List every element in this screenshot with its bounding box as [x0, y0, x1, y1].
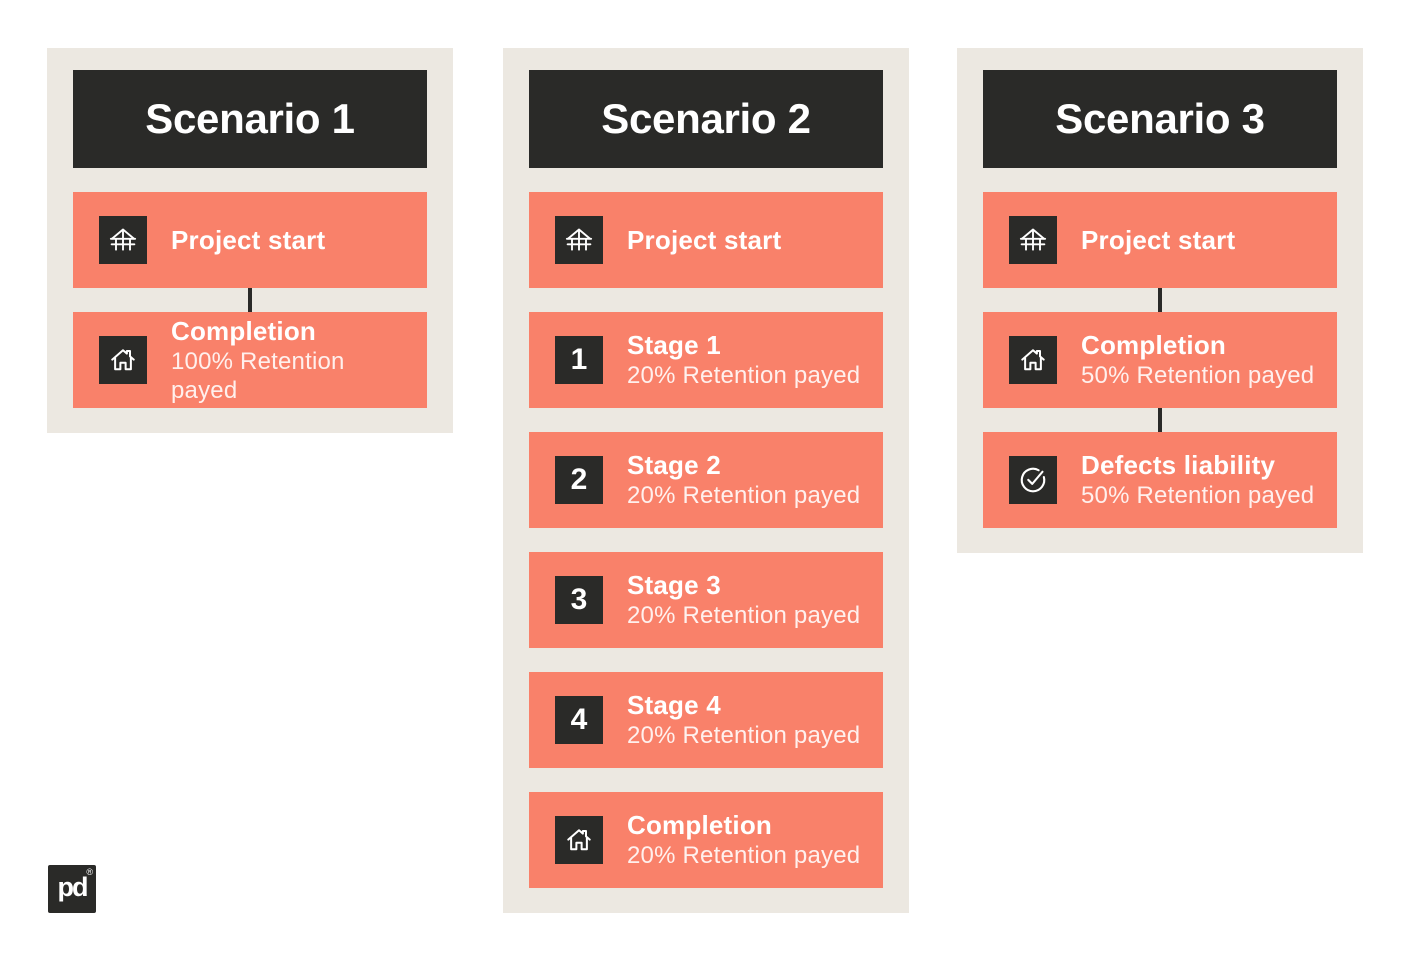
step-text-block: Project start [171, 192, 417, 288]
step-subtitle: 100% Retention payed [171, 347, 345, 404]
stage-number-badge: 2 [555, 456, 603, 504]
stage-number: 4 [570, 703, 588, 736]
step-subtitle: 20% Retention payed [627, 722, 861, 749]
scenario-title: Scenario 3 [1055, 95, 1265, 142]
registered-trademark-symbol: ® [86, 867, 93, 877]
scenario-header-2: Scenario 2 [529, 70, 883, 168]
scenario-header-3: Scenario 3 [983, 70, 1337, 168]
home-icon [555, 816, 603, 864]
step-subtitle: 20% Retention payed [627, 362, 861, 389]
step-title: Project start [627, 224, 782, 255]
step-title: Project start [171, 224, 326, 255]
scenario-header-1: Scenario 1 [73, 70, 427, 168]
stage-number-badge: 1 [555, 336, 603, 384]
step-title: Stage 4 [627, 690, 721, 720]
stage-number: 3 [570, 583, 588, 616]
step-project-start: Project start [529, 192, 883, 288]
step-subtitle: 20% Retention payed [627, 842, 861, 869]
pandadoc-monogram: pd [57, 872, 89, 902]
step-subtitle: 20% Retention payed [627, 482, 861, 509]
stage-number-badge: 3 [555, 576, 603, 624]
step-title: Completion [171, 315, 316, 346]
stage-number-badge: 4 [555, 696, 603, 744]
pandadoc-logo: pd ® [48, 865, 96, 913]
house-frame-icon [1009, 216, 1057, 264]
stage-number: 1 [570, 343, 588, 376]
step-project-start: Project start [983, 192, 1337, 288]
check-circle-icon [1009, 456, 1057, 504]
step-project-start: Project start [73, 192, 427, 288]
scenario-title: Scenario 1 [145, 95, 355, 142]
step-subtitle: 20% Retention payed [627, 602, 861, 629]
step-title: Completion [1081, 330, 1226, 360]
step-subtitle: 50% Retention payed [1081, 362, 1315, 389]
scenario-title: Scenario 2 [601, 95, 811, 142]
step-text-block: Project start [627, 192, 873, 288]
step-title: Project start [1081, 224, 1236, 255]
step-title: Completion [627, 810, 772, 840]
step-subtitle: 50% Retention payed [1081, 482, 1315, 509]
step-title: Stage 3 [627, 570, 721, 600]
home-icon [99, 336, 147, 384]
step-connector-line [1158, 288, 1162, 312]
step-connector-line [1158, 408, 1162, 432]
step-title: Defects liability [1081, 450, 1276, 480]
house-frame-icon [99, 216, 147, 264]
step-text-block: Project start [1081, 192, 1327, 288]
home-icon [1009, 336, 1057, 384]
step-connector-line [248, 288, 252, 312]
step-title: Stage 1 [627, 330, 721, 360]
house-frame-icon [555, 216, 603, 264]
step-title: Stage 2 [627, 450, 721, 480]
stage-number: 2 [570, 463, 588, 496]
